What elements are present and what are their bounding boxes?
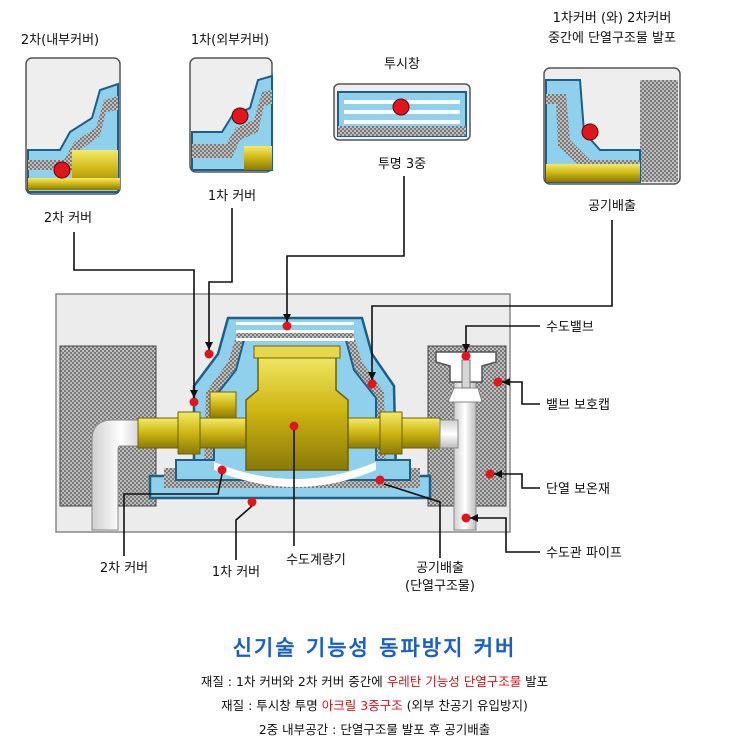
inset-window-top-label: 투시창	[384, 57, 420, 72]
brass-fitting	[28, 178, 120, 190]
marker-dot-pipe	[462, 514, 471, 523]
marker-dot-cover1-top	[205, 350, 214, 359]
callout-valve-cap: 밸브 보호캡	[546, 398, 610, 413]
insulation-section	[338, 126, 466, 136]
callout-cover2: 2차 커버	[100, 561, 148, 576]
inset-inner-cover-top-label: 2차(내부커버)	[21, 33, 99, 48]
acrylic-layer	[236, 322, 354, 325]
marker-dot-valve	[462, 352, 471, 361]
brass-nut	[178, 412, 200, 454]
inset-window: 투시창 투명 3중	[334, 57, 470, 172]
callout-air-exhaust-2: (단열구조물)	[405, 579, 475, 594]
inset-outer-cover-bottom-label: 1차 커버	[208, 189, 256, 204]
marker-dot	[582, 124, 598, 140]
caption-line-1-post: 발포	[521, 674, 548, 689]
marker-dot	[393, 99, 409, 115]
caption-title: 신기술 기능성 동파방지 커버	[0, 632, 749, 662]
callout-cover1: 1차 커버	[212, 565, 260, 580]
inset-between-bottom-label: 공기배출	[588, 199, 636, 214]
inset-between-covers: 1차커버 (와) 2차커버 중간에 단열구조물 발포 공기배출	[544, 11, 680, 214]
callout-insulation: 단열 보온재	[546, 482, 610, 497]
right-pipe-joint	[440, 420, 458, 448]
inset-inner-cover: 2차(내부커버) 2차 커버	[21, 33, 120, 226]
marker-dot-window	[283, 322, 292, 331]
callout-air-exhaust-1: 공기배출	[416, 561, 464, 576]
brass-fitting	[546, 164, 640, 182]
brass-fitting	[244, 146, 272, 170]
caption-line-3: 2중 내부공간 : 단열구조물 발포 후 공기배출	[0, 719, 749, 738]
water-meter-lid	[254, 346, 340, 358]
inset-inner-cover-bottom-label: 2차 커버	[44, 211, 92, 226]
water-meter-body	[246, 352, 348, 470]
caption-line-2: 재질 : 투시창 투명 아크릴 3중구조 (외부 찬공기 유입방지)	[0, 695, 749, 714]
brass-nut	[380, 412, 402, 454]
valve-body	[448, 388, 482, 402]
marker-dot-air-bottom	[376, 476, 385, 485]
marker-dot-cover1-bottom	[248, 498, 257, 507]
inset-window-bottom-label: 투명 3중	[378, 157, 426, 172]
marker-dot	[54, 162, 70, 178]
caption-line-1-pre: 재질 : 1차 커버와 2차 커버 중간에	[201, 674, 387, 689]
marker-dot-insulation	[486, 470, 495, 479]
valve-stem	[462, 360, 470, 388]
acrylic-layer	[236, 338, 354, 341]
acrylic-layer	[236, 330, 354, 333]
inset-between-top-label-2: 중간에 단열구조물 발포	[548, 31, 676, 46]
caption-line-1: 재질 : 1차 커버와 2차 커버 중간에 우레탄 기능성 단열구조물 발포	[0, 671, 749, 690]
caption-line-2-highlight: 아크릴 3중구조	[322, 698, 403, 713]
brass-fitting	[210, 392, 236, 418]
marker-dot-meter	[290, 422, 299, 431]
callout-water-pipe: 수도관 파이프	[546, 546, 622, 561]
callout-water-valve: 수도밸브	[546, 320, 594, 335]
marker-dot	[232, 108, 248, 124]
caption-line-2-post: (외부 찬공기 유입방지)	[403, 698, 528, 713]
inset-outer-cover-top-label: 1차(외부커버)	[191, 33, 269, 48]
insulation-section	[640, 80, 678, 182]
marker-dot-cover2-top	[190, 398, 199, 407]
caption-line-2-pre: 재질 : 투시창 투명	[221, 698, 322, 713]
caption-line-1-highlight: 우레탄 기능성 단열구조물	[387, 674, 521, 689]
marker-dot-cover2-bottom	[218, 466, 227, 475]
marker-dot-air-top	[368, 380, 377, 389]
callout-meter: 수도계량기	[286, 553, 346, 568]
inset-between-top-label-1: 1차커버 (와) 2차커버	[553, 11, 672, 26]
acrylic-layer	[344, 120, 460, 124]
inset-outer-cover: 1차(외부커버) 1차 커버	[190, 33, 272, 204]
marker-dot-cap	[494, 378, 503, 387]
